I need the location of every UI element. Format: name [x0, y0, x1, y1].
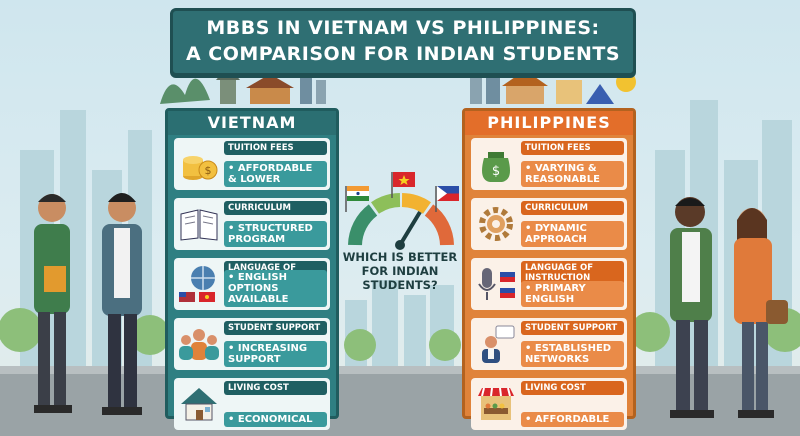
- vietnam-flag-icon: [391, 172, 415, 198]
- philippines-curriculum-card: CURRICULUM • DYNAMIC APPROACH: [471, 198, 627, 250]
- gear-icon: [479, 207, 513, 241]
- philippines-living-label: LIVING COST: [521, 381, 624, 395]
- philippines-support-label: STUDENT SUPPORT: [521, 321, 624, 335]
- philippines-support-card: STUDENT SUPPORT • ESTABLISHED NETWORKS: [471, 318, 627, 370]
- presenter-icon: [482, 325, 515, 363]
- philippines-living-value: • AFFORDABLE: [521, 412, 624, 427]
- student-right-1: [670, 197, 714, 418]
- people-group-icon: [179, 329, 219, 360]
- philippines-header: PHILIPPINES: [465, 111, 633, 135]
- philippines-tuition-card: $ TUITION FEES • VARYING & REASONABLE: [471, 138, 627, 190]
- vietnam-tuition-card: $ TUITION FEES • AFFORDABLE & LOWER: [174, 138, 330, 190]
- coins-icon: $: [183, 156, 218, 180]
- svg-text:$: $: [492, 164, 500, 179]
- svg-text:$: $: [205, 164, 212, 177]
- vietnam-language-value: • ENGLISH OPTIONS AVAILABLE: [224, 270, 327, 307]
- student-left-2: [102, 193, 142, 415]
- vietnam-header: VIETNAM: [168, 111, 336, 135]
- comparison-gauge-icon: [348, 193, 454, 250]
- vietnam-curriculum-label: CURRICULUM: [224, 201, 327, 215]
- india-flag-icon: [345, 186, 369, 212]
- vietnam-tuition-label: TUITION FEES: [224, 141, 327, 155]
- vietnam-tuition-value: • AFFORDABLE & LOWER: [224, 161, 327, 187]
- vietnam-landmarks-icon: [160, 66, 326, 104]
- philippines-curriculum-label: CURRICULUM: [521, 201, 624, 215]
- vietnam-support-card: STUDENT SUPPORT • INCREASING SUPPORT: [174, 318, 330, 370]
- philippines-flag-icon: [435, 186, 459, 212]
- title-line-2: A COMPARISON FOR INDIAN STUDENTS: [185, 43, 621, 65]
- microphone-flags-icon: [478, 268, 515, 300]
- vietnam-panel: VIETNAM $ TUITION FEES • AFFORDABLE & LO…: [165, 108, 339, 430]
- money-bags-icon: $: [482, 152, 510, 182]
- globe-flags-icon: [179, 266, 215, 302]
- philippines-support-value: • ESTABLISHED NETWORKS: [521, 341, 624, 367]
- vietnam-support-label: STUDENT SUPPORT: [224, 321, 327, 335]
- vietnam-living-value: • ECONOMICAL: [224, 412, 327, 427]
- philippines-curriculum-value: • DYNAMIC APPROACH: [521, 221, 624, 247]
- philippines-language-value: • PRIMARY ENGLISH: [521, 281, 624, 307]
- vietnam-living-card: LIVING COST • ECONOMICAL: [174, 378, 330, 430]
- vietnam-curriculum-card: CURRICULUM • STRUCTURED PROGRAM: [174, 198, 330, 250]
- philippines-living-card: LIVING COST • AFFORDABLE: [471, 378, 627, 430]
- book-icon: [180, 209, 218, 241]
- market-stall-icon: [478, 387, 514, 420]
- vietnam-language-card: LANGUAGE OF INSTRUCTION • ENGLISH OPTION…: [174, 258, 330, 310]
- student-right-2: [734, 208, 788, 418]
- philippines-language-card: LANGUAGE OF INSTRUCTION • PRIMARY ENGLIS…: [471, 258, 627, 310]
- philippines-panel: PHILIPPINES $ TUITION FEES • VARYING & R…: [462, 108, 636, 430]
- center-question: WHICH IS BETTER FOR INDIAN STUDENTS?: [342, 250, 458, 292]
- vietnam-curriculum-value: • STRUCTURED PROGRAM: [224, 221, 327, 247]
- vietnam-support-value: • INCREASING SUPPORT: [224, 341, 327, 367]
- philippines-landmarks-icon: [470, 66, 636, 104]
- student-left-1: [34, 194, 72, 413]
- house-icon: [181, 388, 217, 421]
- title-line-1: MBBS IN VIETNAM VS PHILIPPINES:: [206, 17, 600, 39]
- vietnam-living-label: LIVING COST: [224, 381, 327, 395]
- philippines-tuition-label: TUITION FEES: [521, 141, 624, 155]
- title-banner: MBBS IN VIETNAM VS PHILIPPINES: A COMPAR…: [170, 8, 636, 76]
- philippines-tuition-value: • VARYING & REASONABLE: [521, 161, 624, 187]
